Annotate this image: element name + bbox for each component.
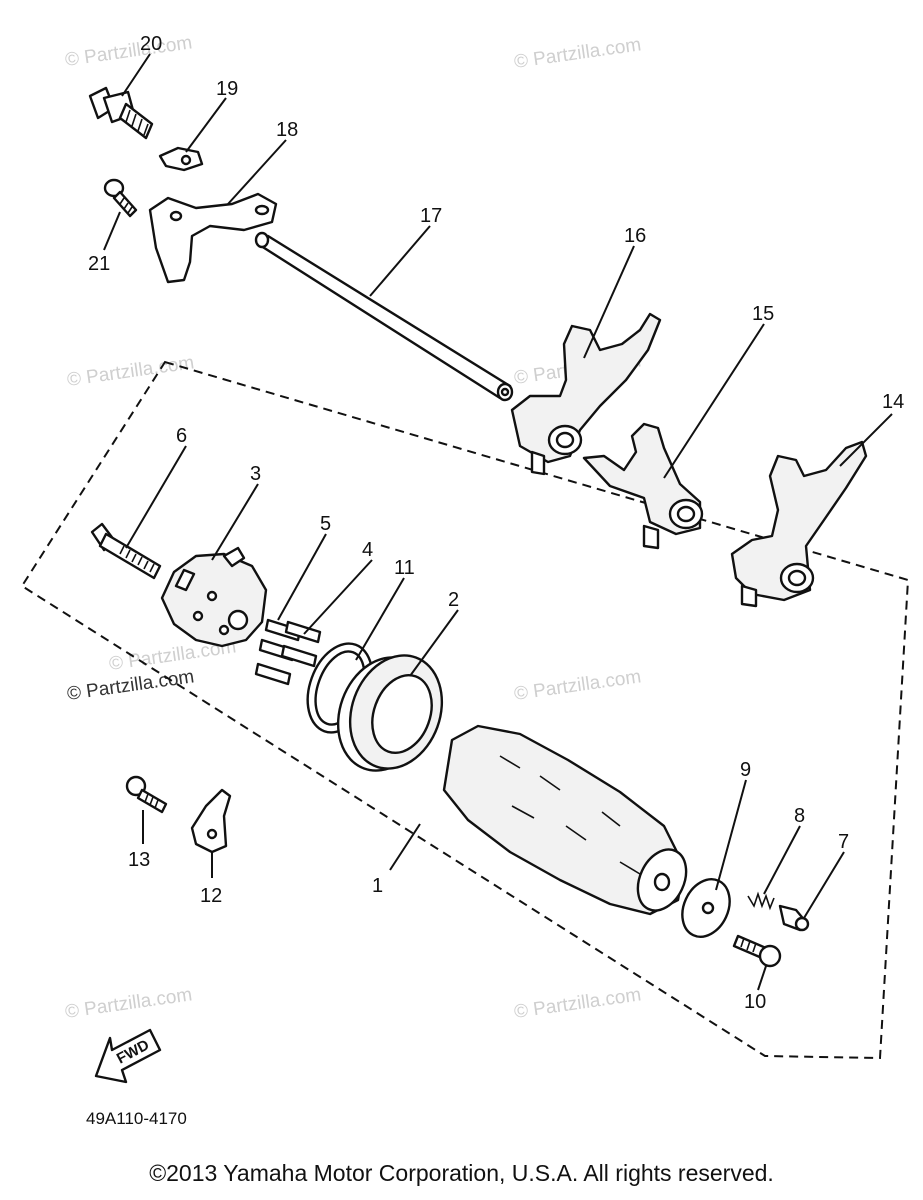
callout-11: 11 xyxy=(394,557,415,579)
watermark: © Partzilla.com xyxy=(513,666,643,705)
part-12-hole xyxy=(206,828,218,840)
part-15-shift-fork xyxy=(582,422,704,550)
watermark: © Partzilla.com xyxy=(64,984,194,1023)
callout-16: 16 xyxy=(624,225,646,247)
callout-numbers: 20 19 18 21 17 16 15 14 6 3 5 4 11 2 9 8… xyxy=(88,33,904,1013)
watermark: © Partzilla.com xyxy=(64,32,194,71)
leader-lines xyxy=(103,53,893,991)
callout-20: 20 xyxy=(140,33,162,55)
part-16-shift-fork xyxy=(510,312,662,476)
part-6-bolt xyxy=(90,522,162,580)
part-3-segment xyxy=(160,546,268,648)
copyright-notice: ©2013 Yamaha Motor Corporation, U.S.A. A… xyxy=(149,1160,774,1186)
callout-14: 14 xyxy=(882,391,904,413)
callout-2: 2 xyxy=(448,589,459,611)
callout-13: 13 xyxy=(128,849,150,871)
shift-drum xyxy=(442,724,688,916)
callout-3: 3 xyxy=(250,463,261,485)
callout-1: 1 xyxy=(372,875,383,897)
part-13-screw xyxy=(125,775,168,814)
watermark: © Partzilla.com xyxy=(513,984,643,1023)
callout-7: 7 xyxy=(838,831,849,853)
callout-12: 12 xyxy=(200,885,222,907)
callout-18: 18 xyxy=(276,119,298,141)
part-7-pin xyxy=(778,904,810,932)
callout-21: 21 xyxy=(88,253,110,275)
part-8-spring xyxy=(747,891,775,911)
callout-15: 15 xyxy=(752,303,774,325)
part-18-plate xyxy=(148,192,278,284)
part-21-screw xyxy=(103,178,138,218)
part-17-shaft xyxy=(254,231,514,402)
part-20-bolt xyxy=(88,86,154,140)
part-12-plate xyxy=(190,788,232,854)
watermark: © Partzilla.com xyxy=(513,34,643,73)
callout-8: 8 xyxy=(794,805,805,827)
part-2-bearing xyxy=(336,654,444,772)
part-10-screw xyxy=(732,934,782,968)
callout-9: 9 xyxy=(740,759,751,781)
callout-5: 5 xyxy=(320,513,331,535)
callout-4: 4 xyxy=(362,539,373,561)
callout-17: 17 xyxy=(420,205,442,227)
watermark: © Partzilla.com xyxy=(66,352,196,391)
callout-10: 10 xyxy=(744,991,766,1013)
diagram-code: 49A110-4170 xyxy=(86,1109,187,1128)
part-14-shift-fork xyxy=(730,440,868,608)
callout-19: 19 xyxy=(216,78,238,100)
part-19-hole xyxy=(180,154,192,166)
fwd-arrow: FWD xyxy=(94,1028,162,1084)
callout-6: 6 xyxy=(176,425,187,447)
